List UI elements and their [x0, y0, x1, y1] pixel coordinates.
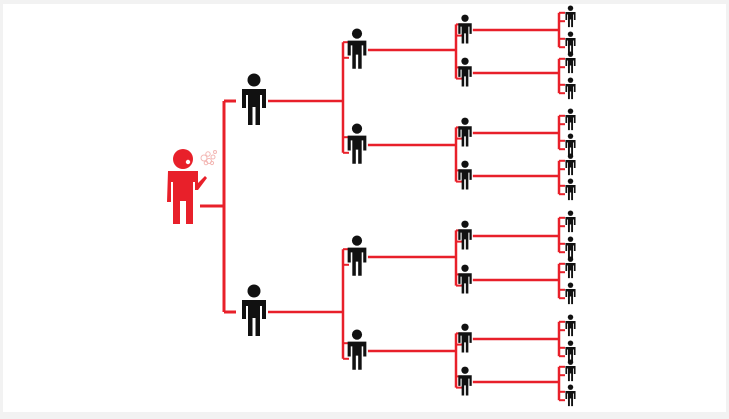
cough-spray-icon	[200, 150, 217, 166]
person-icon	[565, 178, 576, 201]
person-icon	[565, 359, 576, 382]
person-icon	[458, 220, 472, 250]
transmission-tree-diagram	[167, 5, 576, 407]
person-icon	[242, 73, 266, 125]
person-icon	[565, 133, 576, 156]
person-icon	[565, 236, 576, 259]
person-icon	[347, 28, 367, 69]
person-icon	[458, 264, 472, 294]
person-icon	[458, 14, 472, 44]
person-icon	[565, 77, 576, 100]
person-icon	[565, 210, 576, 233]
person-icon	[565, 31, 576, 54]
person-icon	[565, 314, 576, 337]
people	[167, 5, 576, 407]
person-icon	[242, 284, 266, 336]
person-icon	[565, 5, 576, 28]
person-icon	[565, 256, 576, 279]
person-icon	[565, 384, 576, 407]
person-icon	[565, 108, 576, 131]
person-icon	[458, 366, 472, 396]
person-icon	[347, 123, 367, 164]
person-icon	[458, 160, 472, 190]
person-coughing-icon	[167, 149, 217, 224]
person-icon	[347, 329, 367, 370]
person-icon	[347, 235, 367, 276]
person-icon	[565, 153, 576, 176]
person-icon	[458, 57, 472, 87]
person-icon	[458, 117, 472, 147]
person-icon	[565, 282, 576, 305]
connector-lines	[200, 11, 565, 402]
person-icon	[565, 340, 576, 363]
person-icon	[458, 323, 472, 353]
diagram-frame	[3, 4, 726, 412]
person-icon	[565, 51, 576, 74]
